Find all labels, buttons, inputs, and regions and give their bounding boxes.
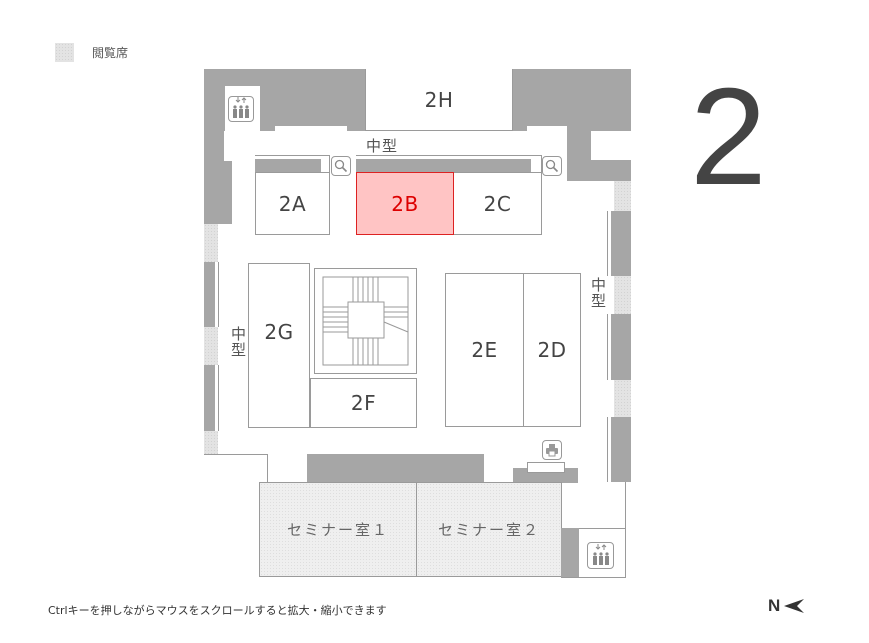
counter-top: [527, 462, 565, 473]
wall-gap: [527, 126, 567, 131]
wall: [567, 160, 631, 181]
room-2E-label: 2E: [471, 338, 498, 362]
wall-gap: [591, 131, 631, 160]
wall: [307, 454, 484, 483]
zone-label-top: 中型: [366, 137, 399, 155]
room-seminar-1-label: セミナー室１: [286, 521, 389, 539]
room-2H[interactable]: 2H: [365, 69, 513, 131]
search-icon[interactable]: [331, 156, 351, 176]
wall: [561, 528, 579, 577]
north-arrow-icon: [784, 599, 805, 613]
zone-label-left: 中型: [229, 326, 247, 358]
floor-number: 2: [690, 60, 767, 214]
room-seminar-2[interactable]: セミナー室２: [416, 482, 562, 577]
room-2G[interactable]: 2G: [248, 263, 310, 428]
printer-icon[interactable]: [542, 440, 562, 460]
shelf: [356, 159, 531, 172]
wall: [204, 262, 218, 327]
room-seminar-2-label: セミナー室２: [437, 521, 540, 539]
wall: [608, 211, 631, 276]
wall: [204, 365, 218, 431]
room-2F-label: 2F: [350, 391, 377, 415]
reading-seat: [614, 276, 631, 314]
legend-label: 閲覧席: [92, 46, 129, 60]
wall-gap: [275, 126, 347, 131]
room-seminar-1[interactable]: セミナー室１: [259, 482, 417, 577]
room-2A[interactable]: 2A: [255, 172, 330, 235]
wall: [608, 314, 631, 380]
elevator-icon: [592, 543, 609, 565]
reading-seat: [204, 327, 218, 365]
room-2E[interactable]: 2E: [445, 273, 524, 427]
elevator-icon: [233, 97, 249, 118]
room-2D[interactable]: 2D: [523, 273, 581, 427]
room-2D-label: 2D: [537, 338, 567, 362]
reading-seat: [614, 181, 631, 211]
room-2B[interactable]: 2B: [356, 172, 454, 235]
staircase: [314, 268, 417, 374]
legend-swatch: [55, 43, 74, 62]
elevator-icon[interactable]: [587, 542, 614, 569]
zone-label-right: 中型: [589, 277, 607, 309]
shelf: [255, 159, 321, 172]
wall: [608, 417, 631, 482]
reading-seat: [204, 431, 218, 454]
zoom-hint: Ctrlキーを押しながらマウスをスクロールすると拡大・縮小できます: [48, 604, 387, 617]
room-2C-label: 2C: [483, 191, 512, 216]
room-2B-label: 2B: [391, 191, 419, 216]
room-2A-label: 2A: [278, 191, 307, 216]
room-2C[interactable]: 2C: [454, 172, 542, 235]
elevator-icon[interactable]: [228, 96, 254, 122]
compass: N: [768, 596, 806, 616]
wall: [513, 69, 631, 131]
room-2G-label: 2G: [264, 319, 294, 344]
reading-seat: [204, 224, 218, 262]
search-icon[interactable]: [542, 156, 562, 176]
compass-label: N: [768, 596, 781, 615]
room-2H-label: 2H: [424, 87, 454, 112]
reading-seat: [614, 380, 631, 417]
room-2F[interactable]: 2F: [310, 378, 417, 428]
